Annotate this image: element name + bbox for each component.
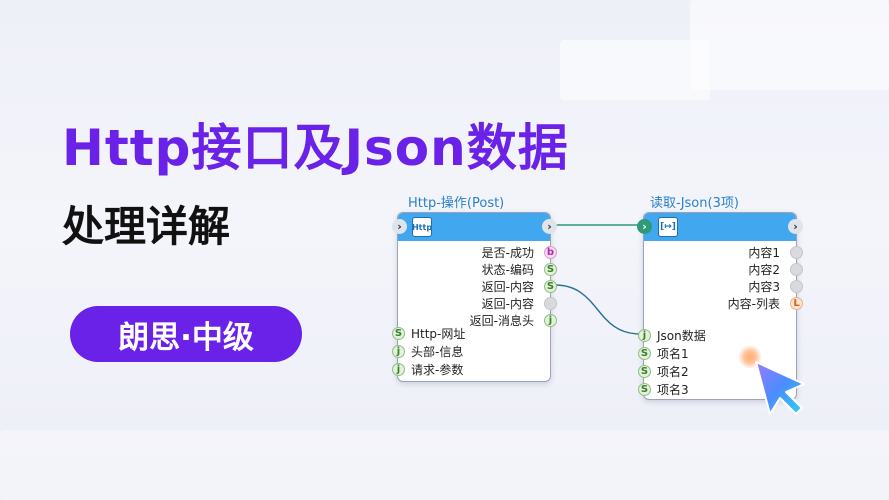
string-port-icon[interactable]: S	[638, 365, 651, 378]
input-label: 请求-参数	[411, 363, 464, 377]
input-label: 项名3	[657, 383, 689, 397]
json-port-icon[interactable]: j	[544, 314, 557, 327]
input-label: 项名1	[657, 347, 689, 361]
string-port-icon[interactable]: S	[392, 327, 405, 340]
empty-port-icon[interactable]	[790, 263, 803, 276]
data-connection	[554, 284, 641, 335]
json-port-icon[interactable]: j	[638, 329, 651, 342]
input-label: Json数据	[657, 329, 706, 343]
http-icon: Http	[412, 217, 432, 237]
output-label: 返回-消息头	[469, 314, 534, 328]
json-port-icon[interactable]: j	[392, 363, 405, 376]
subtitle: 处理详解	[62, 202, 231, 251]
output-label: 内容1	[748, 246, 780, 260]
empty-port-icon[interactable]	[790, 246, 803, 259]
input-label: Http-网址	[411, 327, 466, 341]
input-label: 项名2	[657, 365, 689, 379]
background-panel	[560, 40, 710, 100]
output-label: 是否-成功	[481, 246, 534, 260]
output-label: 返回-内容	[481, 297, 534, 311]
string-port-icon[interactable]: S	[544, 280, 557, 293]
output-label: 状态-编码	[481, 263, 534, 277]
output-label: 返回-内容	[481, 280, 534, 294]
string-port-icon[interactable]: S	[638, 347, 651, 360]
node-title-json: 读取-Json(3项)	[650, 196, 739, 211]
output-label: 内容-列表	[727, 297, 780, 311]
flow-out-arrow-icon[interactable]: ›	[788, 219, 803, 234]
level-badge: 朗思·中级	[70, 306, 302, 362]
flow-in-arrow-icon[interactable]: ›	[392, 219, 407, 234]
bool-port-icon[interactable]: b	[544, 246, 557, 259]
node-title-http: Http-操作(Post)	[408, 196, 505, 211]
headline: Http接口及Json数据	[62, 119, 569, 177]
empty-port-icon[interactable]	[790, 280, 803, 293]
json-read-icon: [↦]	[658, 217, 678, 237]
output-label: 内容2	[748, 263, 780, 277]
flow-out-arrow-icon[interactable]: ›	[542, 219, 557, 234]
list-port-icon[interactable]: L	[790, 297, 803, 310]
empty-port-icon[interactable]	[544, 297, 557, 310]
background-panel	[0, 430, 889, 500]
cursor-pointer-icon	[738, 345, 805, 415]
http-post-node[interactable]: › Http › 是否-成功 b 状态-编码 S 返回-内容 S 返回-内容 返…	[392, 212, 557, 382]
string-port-icon[interactable]: S	[638, 383, 651, 396]
output-label: 内容3	[748, 280, 780, 294]
background-panel	[690, 0, 889, 90]
string-port-icon[interactable]: S	[544, 263, 557, 276]
flow-in-arrow-icon[interactable]: ›	[637, 219, 652, 234]
json-port-icon[interactable]: j	[392, 345, 405, 358]
input-label: 头部-信息	[411, 345, 464, 359]
